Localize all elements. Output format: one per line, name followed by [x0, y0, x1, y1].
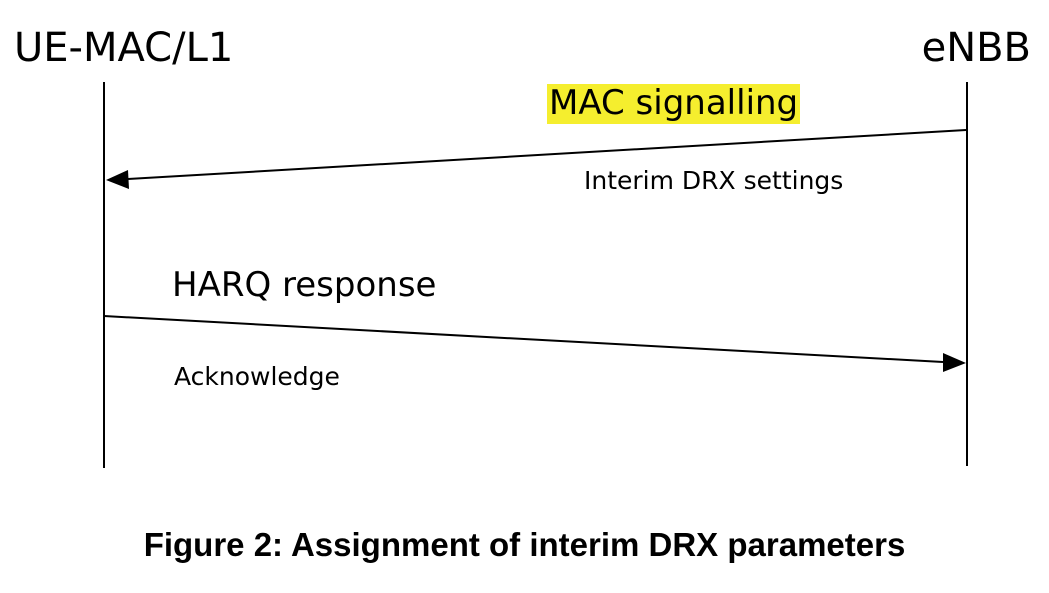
message-arrow-2-line: [103, 315, 944, 363]
message-2-title: HARQ response: [172, 265, 437, 305]
figure-caption: Figure 2: Assignment of interim DRX para…: [143, 526, 906, 563]
message-1-subtitle: Interim DRX settings: [584, 166, 844, 195]
participant-ue-mac-l1: UE-MAC/L1: [14, 25, 234, 71]
arrow-head-left-icon: [106, 170, 129, 189]
message-2-subtitle: Acknowledge: [174, 362, 340, 391]
arrow-head-right-icon: [943, 353, 966, 372]
message-1-title-highlighted: MAC signalling: [547, 83, 801, 124]
participant-enbb: eNBB: [921, 25, 1031, 71]
message-arrow-1-line: [127, 129, 967, 180]
